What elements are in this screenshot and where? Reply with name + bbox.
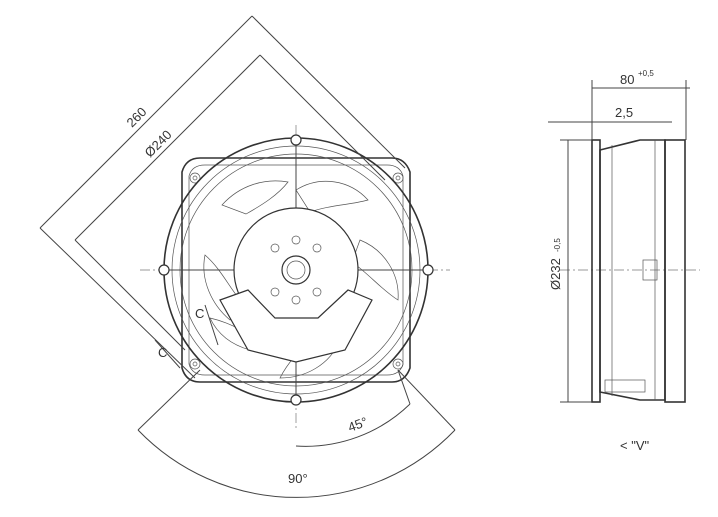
hub-holes <box>270 235 322 305</box>
side-motor <box>664 139 686 403</box>
dim-232: Ø232 <box>548 258 563 290</box>
dim-260: 260 <box>124 104 150 130</box>
mounting-hole-bl <box>189 358 201 370</box>
section-line-outer <box>154 339 181 369</box>
side-terminal <box>604 379 646 393</box>
dim-45: 45° <box>346 414 370 435</box>
spoke-bosses <box>158 134 434 406</box>
terminal-box <box>219 289 373 363</box>
ext-line-260-bottom <box>39 227 196 379</box>
arc-90 <box>137 429 456 498</box>
shaft-outer <box>281 255 311 285</box>
arc-90-leader-right <box>397 369 456 431</box>
side-view: 80 +0,5 2,5 Ø232 -0,5 < "V" <box>548 69 700 453</box>
arc-90-leader-left <box>137 369 201 431</box>
dim-240: Ø240 <box>142 127 175 160</box>
ext-line-240-bottom <box>74 239 186 351</box>
ext-line-240-top <box>259 54 386 181</box>
housing-frame <box>181 157 411 383</box>
arc-45 <box>295 403 411 447</box>
ext-line-260-top <box>251 15 406 169</box>
side-flange <box>591 139 601 403</box>
dim-line-260 <box>39 15 253 229</box>
dim-80-tol: +0,5 <box>638 69 654 78</box>
mounting-hole-tr <box>392 172 404 184</box>
housing-frame-inner <box>188 164 404 376</box>
angle-dimensions: 90° 45° <box>137 369 456 498</box>
dim-80: 80 <box>620 72 634 87</box>
arc-45-leader <box>397 369 411 405</box>
dim-line-240 <box>74 54 261 241</box>
front-view: C C <box>140 125 450 430</box>
dim-232-tol: -0,5 <box>553 238 562 252</box>
shaft-inner <box>286 260 306 280</box>
side-shaft <box>642 259 658 281</box>
mounting-hole-tl <box>189 172 201 184</box>
dim-90: 90° <box>288 471 308 486</box>
mounting-hole-br <box>392 358 404 370</box>
view-label: < "V" <box>620 438 649 453</box>
section-mark-outer: C <box>158 345 167 360</box>
section-mark-inner: C <box>195 306 204 321</box>
section-line-inner <box>204 304 219 346</box>
fan-blades <box>203 180 399 379</box>
dim-2-5: 2,5 <box>615 105 633 120</box>
